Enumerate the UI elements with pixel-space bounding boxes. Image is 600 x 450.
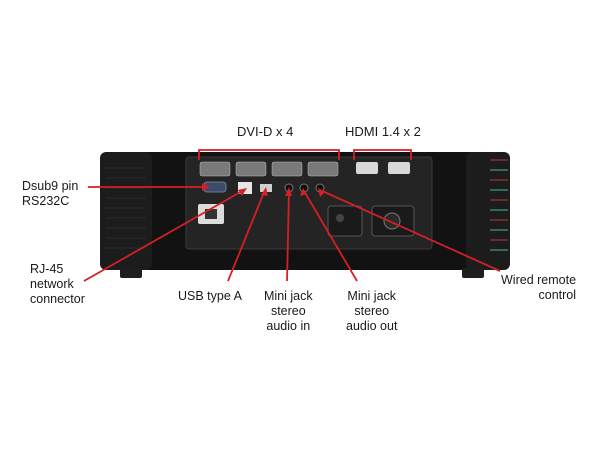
callout-lines	[83, 149, 501, 282]
audio-in-line	[286, 190, 290, 282]
dvi-port-4	[307, 161, 339, 177]
dvi-port-1	[199, 161, 231, 177]
remote-line	[319, 189, 501, 272]
foot-right	[462, 268, 484, 278]
hdmi-port-1	[356, 162, 378, 174]
rj45-line	[83, 189, 245, 282]
foot-left	[120, 268, 142, 278]
rj45-label: RJ-45 network connector	[30, 262, 85, 306]
dvi-port-3	[271, 161, 303, 177]
hdmi-label: HDMI 1.4 x 2	[345, 124, 421, 139]
dsub-label: Dsub9 pin RS232C	[22, 179, 79, 208]
dvi-label: DVI-D x 4	[237, 124, 294, 139]
audio-in-label: Mini jack stereo audio in	[264, 289, 313, 333]
remote-label: Wired remote control	[501, 273, 577, 302]
usb-line	[227, 189, 266, 282]
dvi-port-2	[235, 161, 267, 177]
usb-label: USB type A	[178, 289, 242, 303]
dvi-bracket	[198, 149, 340, 160]
hdmi-port-2	[388, 162, 410, 174]
callout-arrowheads	[202, 183, 325, 197]
aux-panel-left	[327, 205, 363, 237]
audio-out-label: Mini jack stereo audio out	[346, 289, 398, 333]
hdmi-bracket	[353, 149, 412, 160]
audio-out-line	[303, 190, 358, 282]
